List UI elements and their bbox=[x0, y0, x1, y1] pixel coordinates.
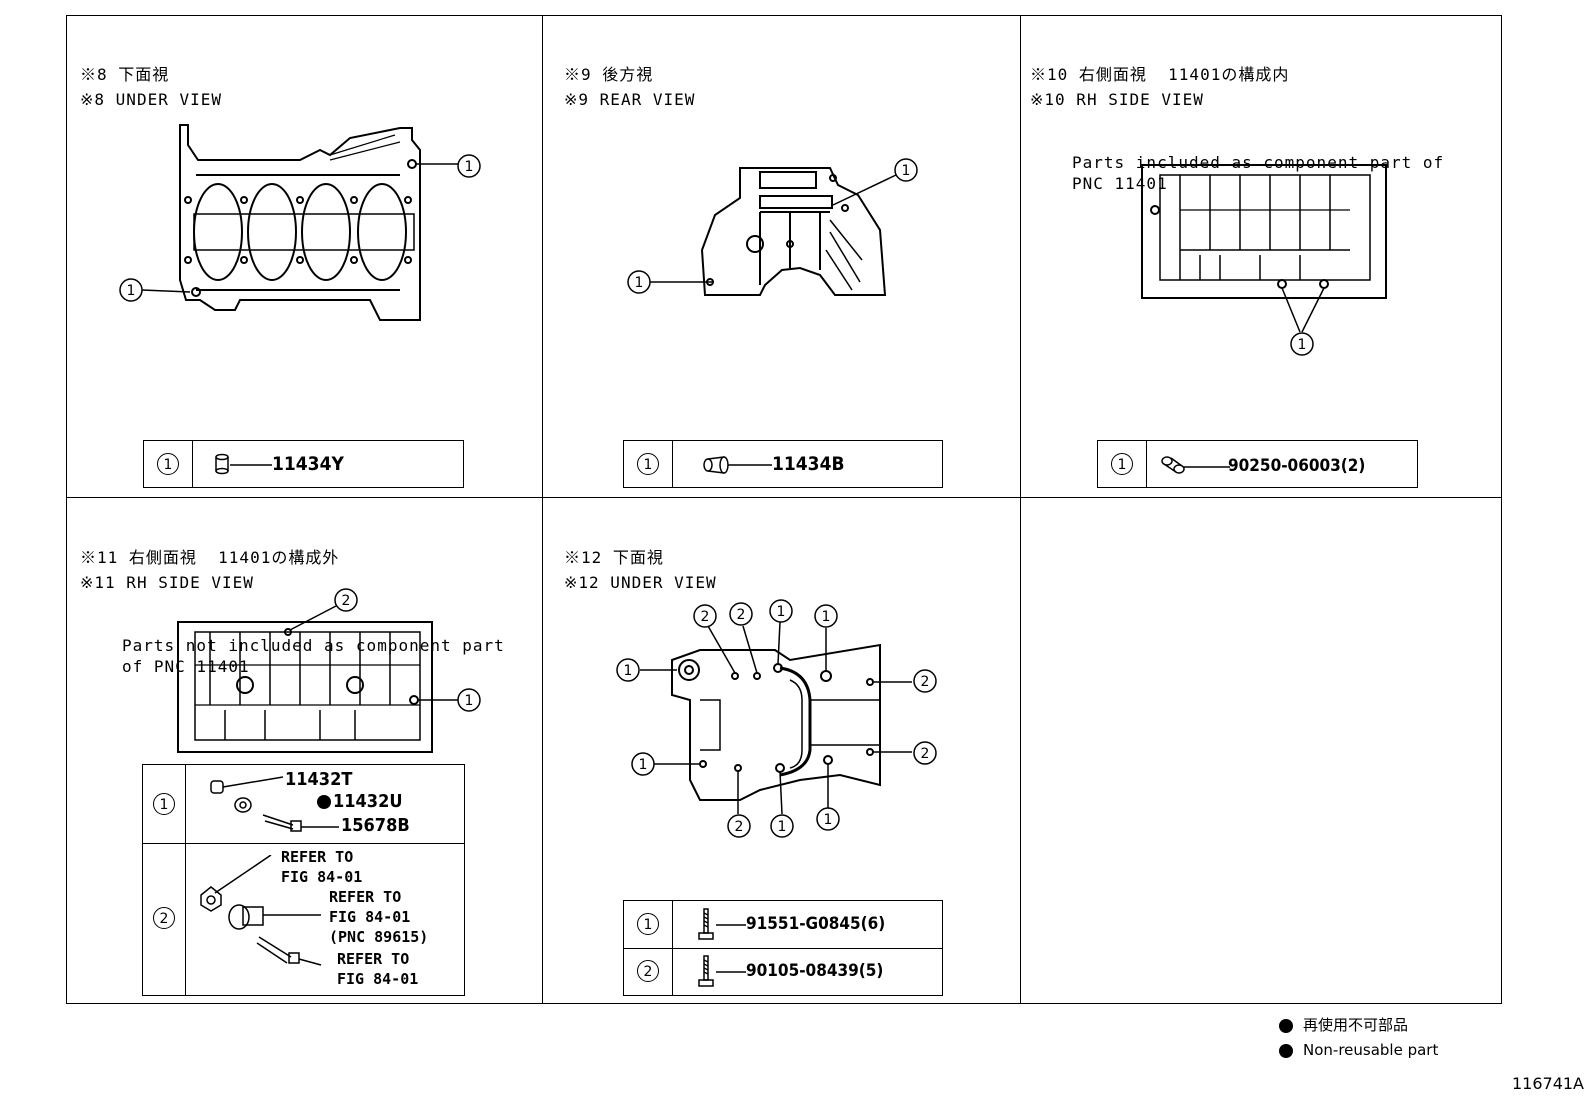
part-number: 11432T bbox=[285, 769, 353, 790]
callout-1 bbox=[814, 604, 838, 628]
callout-2 bbox=[913, 669, 937, 693]
plug-washer-bolt-icons bbox=[210, 776, 339, 832]
callout-1: 1 bbox=[637, 913, 659, 935]
oil-pan-under-view bbox=[640, 621, 912, 815]
panel-9-caption: ※9 後方視※9 REAR VIEW bbox=[564, 65, 696, 109]
bolt-icon bbox=[698, 908, 746, 940]
non-reusable-dot-icon bbox=[1279, 1018, 1293, 1033]
callout-1 bbox=[816, 807, 840, 831]
divider bbox=[66, 497, 1502, 498]
part-number: 11434Y bbox=[272, 453, 344, 475]
plug-icon bbox=[1161, 456, 1230, 474]
callout-label: 2 bbox=[701, 609, 710, 625]
divider bbox=[1020, 15, 1021, 1004]
callout-1 bbox=[119, 278, 143, 302]
cylinder-bores bbox=[193, 183, 415, 281]
callout-1 bbox=[894, 158, 918, 182]
callout-1 bbox=[1290, 332, 1314, 356]
callout-label: 1 bbox=[465, 159, 474, 175]
callout-1 bbox=[616, 658, 640, 682]
callout-2: 2 bbox=[637, 960, 659, 982]
cylinder-block-under-view bbox=[141, 124, 458, 321]
panel-10-caption: ※10 右側面視 11401の構成内※10 RH SIDE VIEW Parts… bbox=[1030, 65, 1445, 193]
callout-2 bbox=[727, 814, 751, 838]
callout-1: 1 bbox=[1111, 453, 1133, 475]
part-number-non-reusable: 11432U bbox=[317, 791, 403, 813]
callout-1 bbox=[457, 154, 481, 178]
callout-label: 2 bbox=[737, 607, 746, 623]
parts-table-9: 1 11434B bbox=[623, 440, 943, 488]
part-number: 15678B bbox=[341, 815, 410, 836]
parts-table-8: 1 11434Y bbox=[143, 440, 464, 488]
callout-label: 1 bbox=[624, 663, 633, 679]
bolt-icon bbox=[698, 955, 746, 987]
callout-2 bbox=[334, 588, 358, 612]
refer-note: REFER TO FIG 84-01 bbox=[281, 848, 363, 886]
callout-label: 2 bbox=[921, 674, 930, 690]
callout-label: 1 bbox=[1298, 337, 1307, 353]
cylinder-block-rh-view-2 bbox=[177, 605, 458, 753]
refer-note: REFER TO FIG 84-01 bbox=[337, 950, 419, 988]
callout-1 bbox=[631, 752, 655, 776]
callout-2 bbox=[729, 602, 753, 626]
parts-table-12: 1 2 91551-G0845(6) 90105-08439(5) bbox=[623, 900, 943, 996]
legend-non-reusable-ja: 再使用不可部品 bbox=[1279, 1015, 1408, 1035]
panel-8-caption: ※8 下面視※8 UNDER VIEW bbox=[80, 65, 222, 109]
parts-table-10: 1 90250-06003(2) bbox=[1097, 440, 1418, 488]
pin-icon bbox=[703, 456, 772, 474]
figure-id: 116741A bbox=[1511, 1074, 1584, 1093]
callout-label: 2 bbox=[735, 819, 744, 835]
callout-label: 1 bbox=[778, 819, 787, 835]
pin-icon bbox=[215, 453, 272, 475]
callout-1: 1 bbox=[153, 793, 175, 815]
callout-2: 2 bbox=[153, 907, 175, 929]
callout-1 bbox=[627, 270, 651, 294]
callout-label: 1 bbox=[822, 609, 831, 625]
callout-label: 1 bbox=[465, 693, 474, 709]
callout-label: 1 bbox=[639, 757, 648, 773]
non-reusable-dot-icon bbox=[1279, 1043, 1293, 1058]
callout-2 bbox=[913, 741, 937, 765]
callout-2 bbox=[693, 604, 717, 628]
callout-1: 1 bbox=[637, 453, 659, 475]
callout-label: 2 bbox=[342, 593, 351, 609]
refer-note: REFER TO FIG 84-01 (PNC 89615) bbox=[329, 888, 429, 946]
diagram-frame bbox=[66, 15, 1502, 1004]
callout-1 bbox=[457, 688, 481, 712]
callout-label: 1 bbox=[824, 812, 833, 828]
callout-label: 2 bbox=[921, 746, 930, 762]
callout-label: 1 bbox=[127, 283, 136, 299]
divider bbox=[542, 15, 543, 1004]
cylinder-block-rh-view bbox=[1141, 164, 1387, 333]
parts-table-11: 1 2 11432T 11432U 15678B REFER TO FIG 84… bbox=[142, 764, 465, 996]
part-number: 90250-06003(2) bbox=[1228, 456, 1366, 476]
panel-12-caption: ※12 下面視※12 UNDER VIEW bbox=[564, 548, 717, 592]
callout-label: 1 bbox=[902, 163, 911, 179]
callout-label: 1 bbox=[777, 604, 786, 620]
callout-1: 1 bbox=[157, 453, 179, 475]
part-number: 11434B bbox=[772, 453, 845, 475]
cylinder-block-rear-view bbox=[650, 167, 897, 296]
callout-1 bbox=[770, 814, 794, 838]
legend-non-reusable-en: Non-reusable part bbox=[1279, 1040, 1438, 1060]
callout-label: 1 bbox=[635, 275, 644, 291]
sensor-icons bbox=[200, 855, 322, 966]
part-number: 91551-G0845(6) bbox=[746, 914, 886, 934]
callout-1 bbox=[769, 599, 793, 623]
part-number: 90105-08439(5) bbox=[746, 961, 884, 981]
